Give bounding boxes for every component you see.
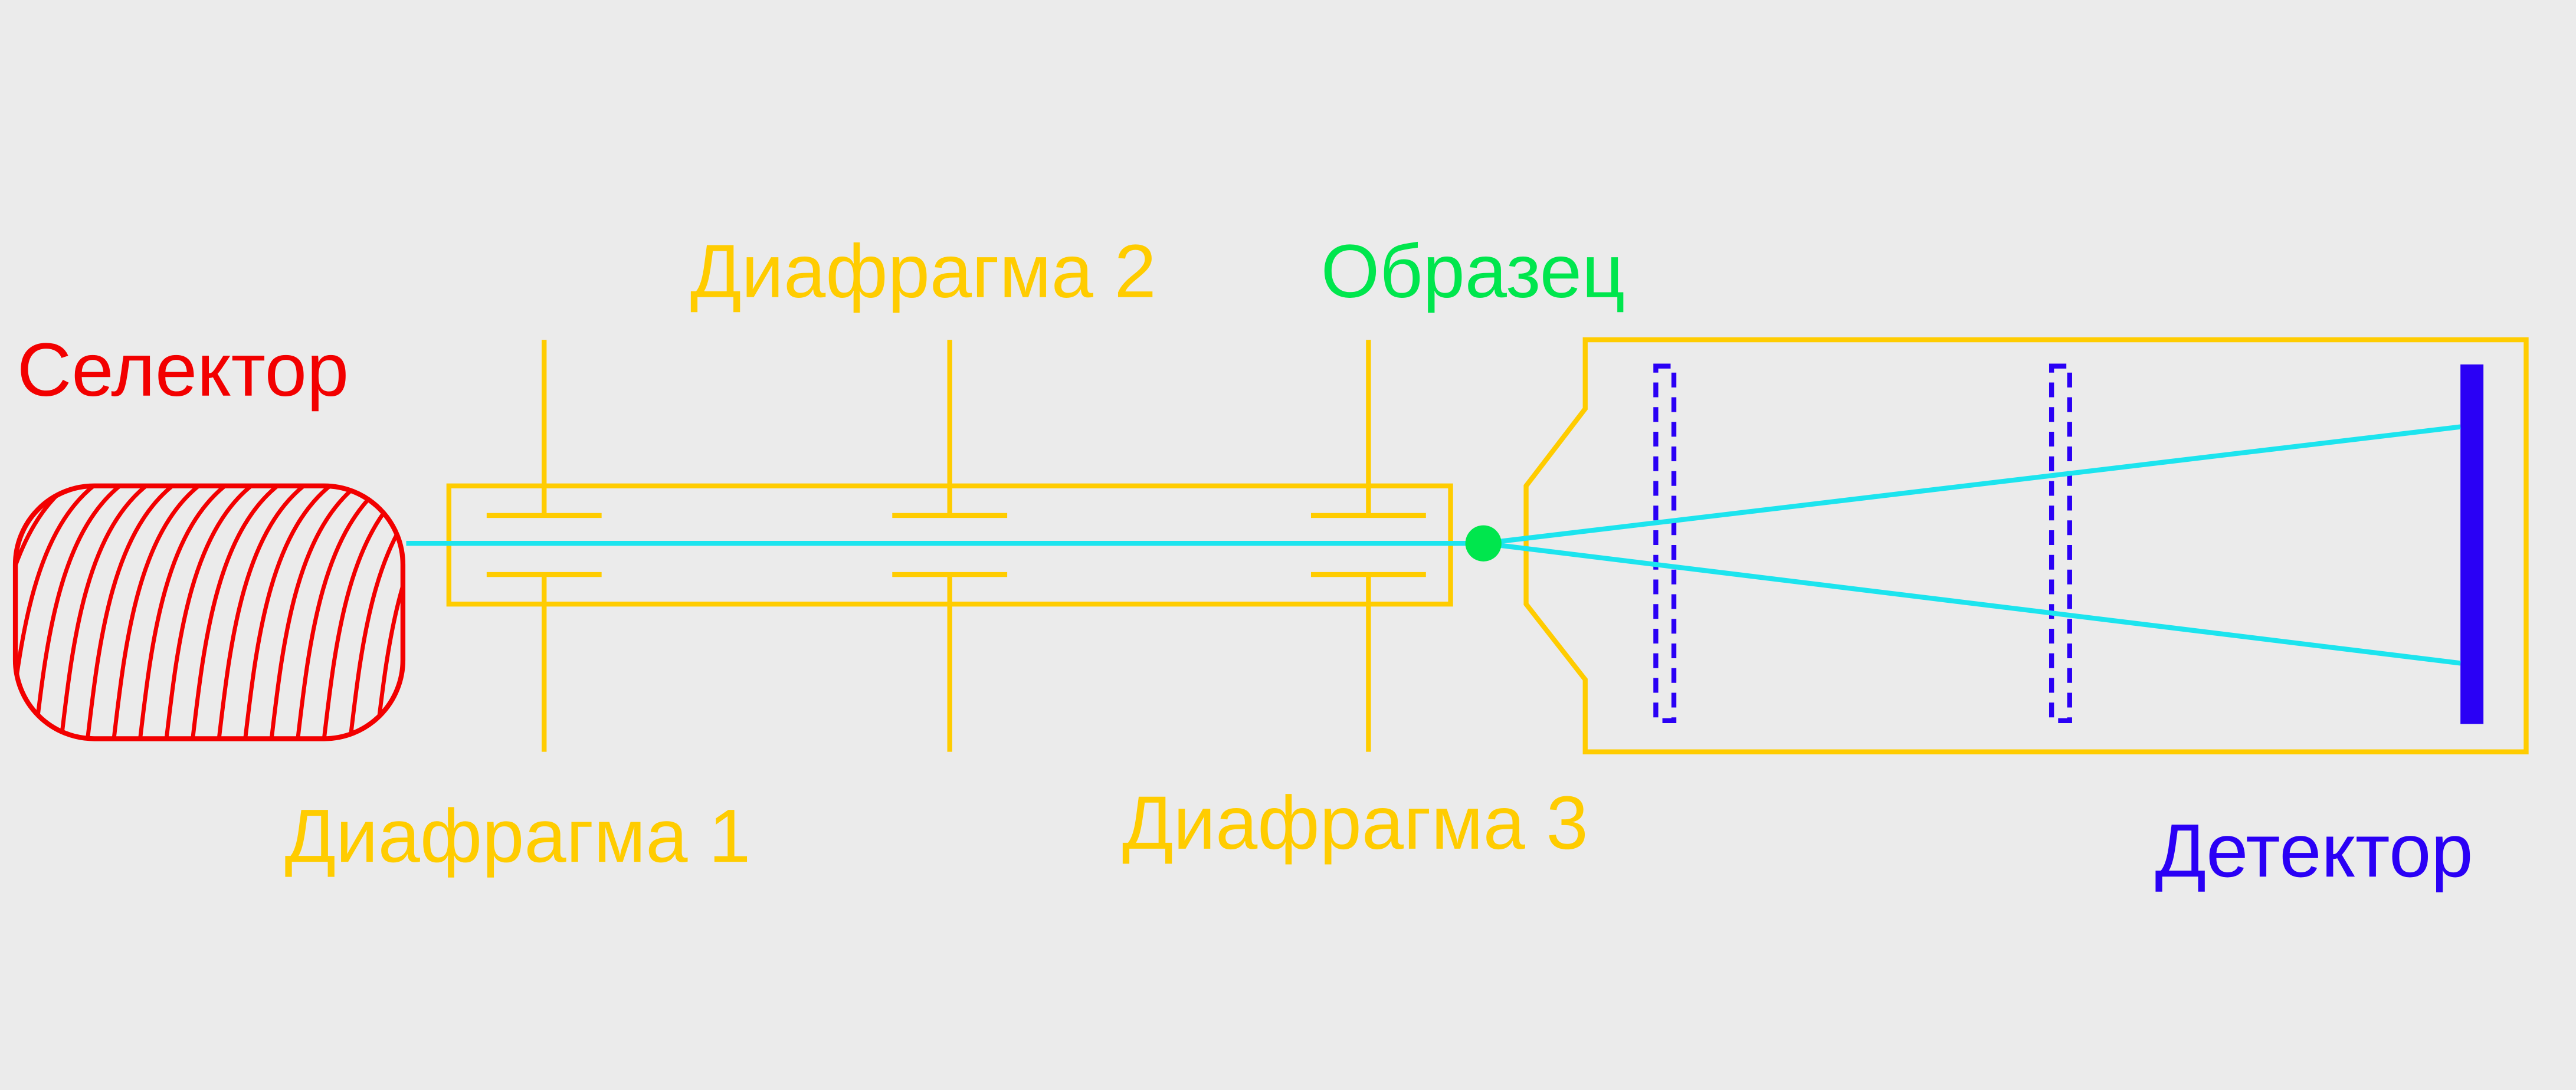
detector-tank — [1523, 337, 2529, 754]
detector-plate — [2460, 364, 2484, 724]
detector-position-2 — [2049, 363, 2072, 723]
aperture-1 — [486, 340, 602, 752]
neutron-beam — [406, 424, 2461, 666]
aperture-2-label: Диафрагма 2 — [690, 229, 1156, 314]
aperture-2 — [892, 340, 1008, 752]
sample-label: Образец — [1321, 229, 1625, 314]
aperture-3-label: Диафрагма 3 — [1122, 781, 1588, 865]
aperture-3 — [1310, 340, 1426, 752]
detector-position-1 — [1653, 363, 1677, 723]
aperture-1-label: Диафрагма 1 — [285, 794, 751, 878]
velocity-selector — [12, 483, 406, 741]
sample — [1465, 525, 1502, 562]
selector-label: Селектор — [17, 328, 349, 412]
detector-label: Детектор — [2155, 809, 2473, 893]
